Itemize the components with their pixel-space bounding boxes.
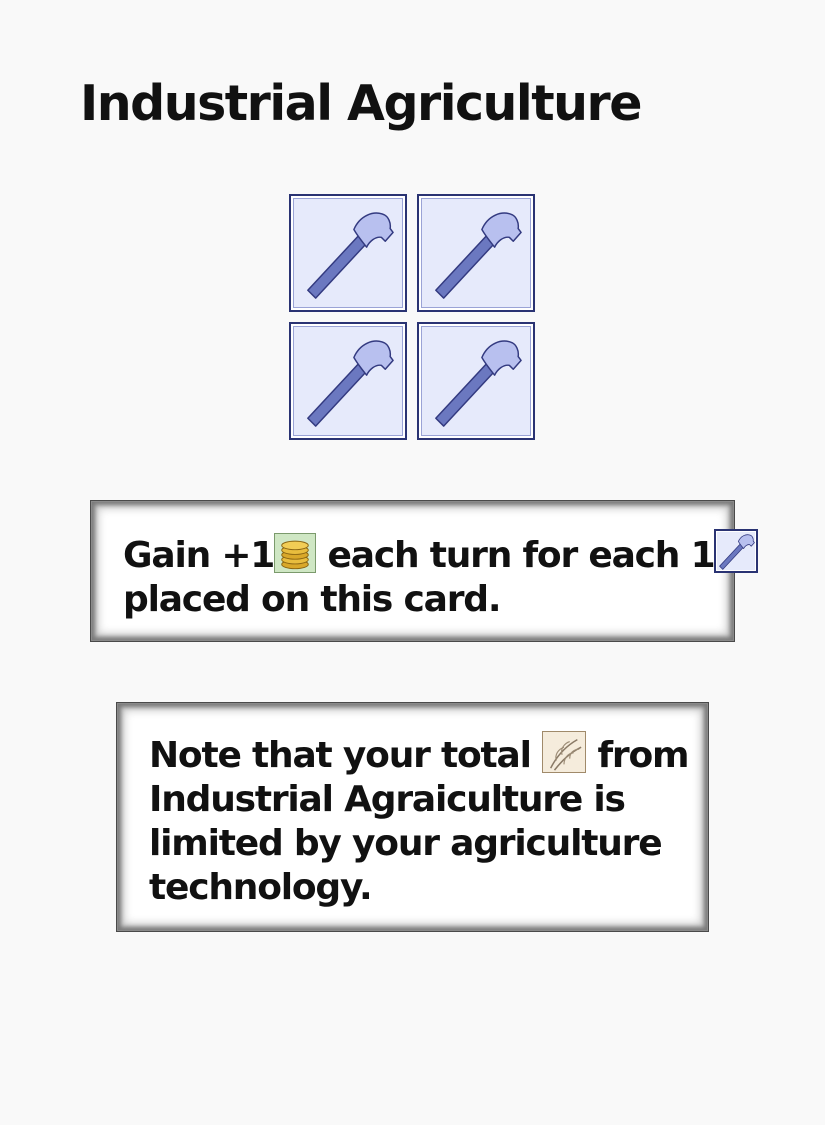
note-text: Note that your total from Industrial Agr… (149, 731, 690, 910)
hammer-icon (435, 340, 522, 427)
effect-line-1: Gain +1 each turn for each 1 (123, 529, 759, 578)
effect-text: Gain +1 each turn for each 1 placed on t… (123, 529, 759, 622)
hammer-slot[interactable] (417, 322, 535, 440)
note-line-2: Industrial Agraiculture is (149, 779, 626, 820)
hammer-icon (435, 212, 522, 299)
grain-icon (542, 731, 587, 773)
hammer-slot-grid (289, 194, 535, 440)
effect-each-turn-text: each turn for each 1 (316, 535, 716, 576)
coin-stack-icon (274, 533, 317, 573)
note-line-3: limited by your agriculture (149, 823, 663, 864)
effect-panel: Gain +1 each turn for each 1 placed on t… (90, 500, 759, 642)
hammer-icon (714, 529, 759, 573)
hammer-slot[interactable] (289, 322, 407, 440)
card-title: Industrial Agriculture (80, 75, 642, 132)
note-from-text: from (586, 735, 689, 776)
note-line-1: Note that your total from (149, 731, 690, 778)
note-total-text: Note that your total (149, 735, 543, 776)
note-panel: Note that your total from Industrial Agr… (116, 702, 709, 932)
hammer-icon (307, 212, 394, 299)
note-line-4: technology. (149, 867, 373, 908)
effect-line-2: placed on this card. (123, 579, 502, 620)
hammer-icon (307, 340, 394, 427)
hammer-slot[interactable] (289, 194, 407, 312)
hammer-slot[interactable] (417, 194, 535, 312)
effect-gain-text: Gain +1 (123, 535, 275, 576)
